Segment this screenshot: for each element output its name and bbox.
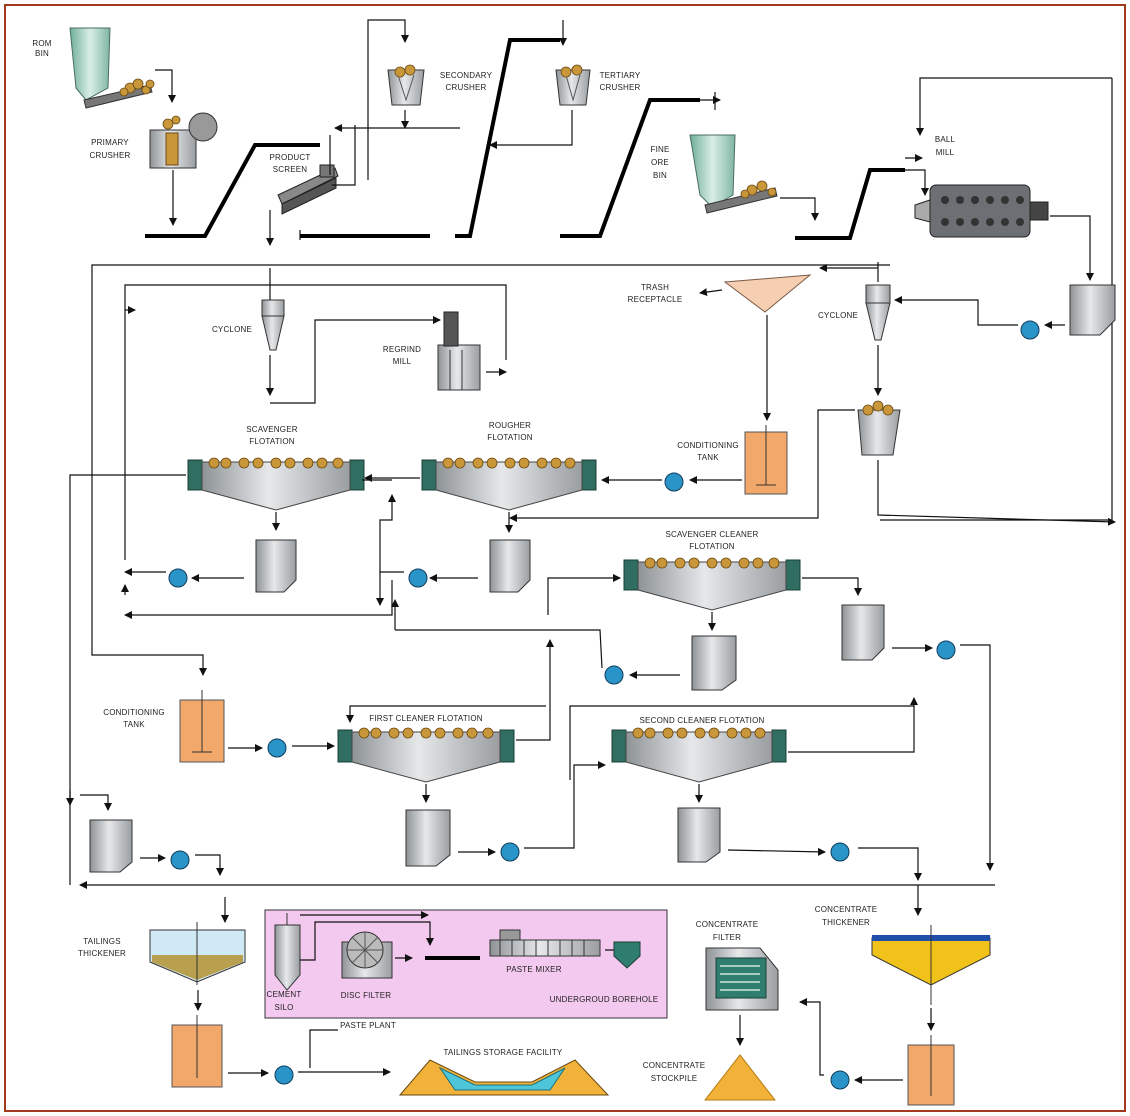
conditioning-tank-lower	[179, 690, 225, 763]
concentrate-stockpile	[703, 1054, 777, 1101]
concentrate-thickener	[871, 925, 991, 1005]
scavenger-conc-tank-lower	[89, 819, 133, 873]
scavenger-cleaner-tails-tank	[691, 635, 737, 691]
tertiary-crusher	[555, 64, 591, 106]
concentrate-conditioning-tank	[907, 1035, 955, 1106]
pump-icon	[1020, 320, 1040, 340]
concentrate-filter	[705, 947, 779, 1011]
conveyor-1	[145, 143, 320, 238]
cyclone-left	[261, 299, 285, 351]
conditioning-tank-upper	[744, 425, 788, 495]
secondary-crusher	[387, 64, 425, 106]
scavenger-flotation-bank	[187, 457, 365, 511]
fine-ore-bin	[689, 134, 778, 214]
tailings-conditioning-tank	[171, 1015, 223, 1088]
pump-icon	[936, 640, 956, 660]
pump-icon	[408, 568, 428, 588]
conveyor-4	[560, 98, 700, 238]
pump-icon	[500, 842, 520, 862]
conveyor-5	[795, 168, 905, 240]
disc-filter	[341, 931, 393, 979]
paste-mixer	[489, 929, 601, 957]
conveyor-3	[455, 38, 560, 238]
pump-icon	[168, 568, 188, 588]
scavenger-cleaner-conc-tank	[841, 604, 885, 661]
disc-filter-label: DISC FILTER	[341, 991, 392, 1000]
regrind-mill	[437, 311, 481, 391]
cyclone-left-label: CYCLONE	[212, 325, 252, 334]
trash-receptacle	[723, 274, 812, 313]
paste-mixer-label: PASTE MIXER	[506, 965, 561, 974]
second-cleaner-flotation-label: SECOND CLEANER FLOTATION	[640, 716, 765, 725]
pump-icon	[274, 1065, 294, 1085]
paste-plant-label: PASTE PLANT	[340, 1021, 396, 1030]
rougher-tails-tank	[489, 539, 531, 593]
pump-icon	[664, 472, 684, 492]
underground-borehole-label: UNDERGROUD BOREHOLE	[550, 995, 659, 1004]
underground-borehole	[613, 941, 641, 969]
rom-bin	[69, 27, 155, 109]
primary-crusher	[149, 112, 218, 169]
cement-silo	[274, 913, 301, 991]
cyclone-right-label: CYCLONE	[818, 311, 858, 320]
tailings-storage-facility	[398, 1059, 610, 1096]
pump-icon	[604, 665, 624, 685]
flash-flotation-tank	[857, 400, 901, 456]
scavenger-tails-tank	[255, 539, 297, 593]
ball-mill-sump	[1069, 284, 1116, 336]
paste-plant-box	[264, 909, 668, 1019]
first-cleaner-tails-tank	[405, 809, 451, 867]
second-cleaner-tails-tank	[677, 807, 721, 863]
rougher-flotation-bank	[421, 457, 597, 511]
scavenger-cleaner-flotation-bank	[623, 557, 801, 611]
ball-mill	[914, 184, 1049, 238]
pump-icon	[830, 1070, 850, 1090]
second-cleaner-flotation-bank	[611, 727, 787, 783]
pump-icon	[830, 842, 850, 862]
cyclone-right	[865, 284, 891, 341]
first-cleaner-flotation-bank	[337, 727, 515, 783]
diagram-frame	[4, 4, 1126, 1112]
tailings-storage-facility-label: TAILINGS STORAGE FACILITY	[444, 1048, 563, 1057]
pump-icon	[267, 738, 287, 758]
first-cleaner-flotation-label: FIRST CLEANER FLOTATION	[369, 714, 483, 723]
pump-icon	[170, 850, 190, 870]
tailings-thickener	[149, 922, 246, 985]
